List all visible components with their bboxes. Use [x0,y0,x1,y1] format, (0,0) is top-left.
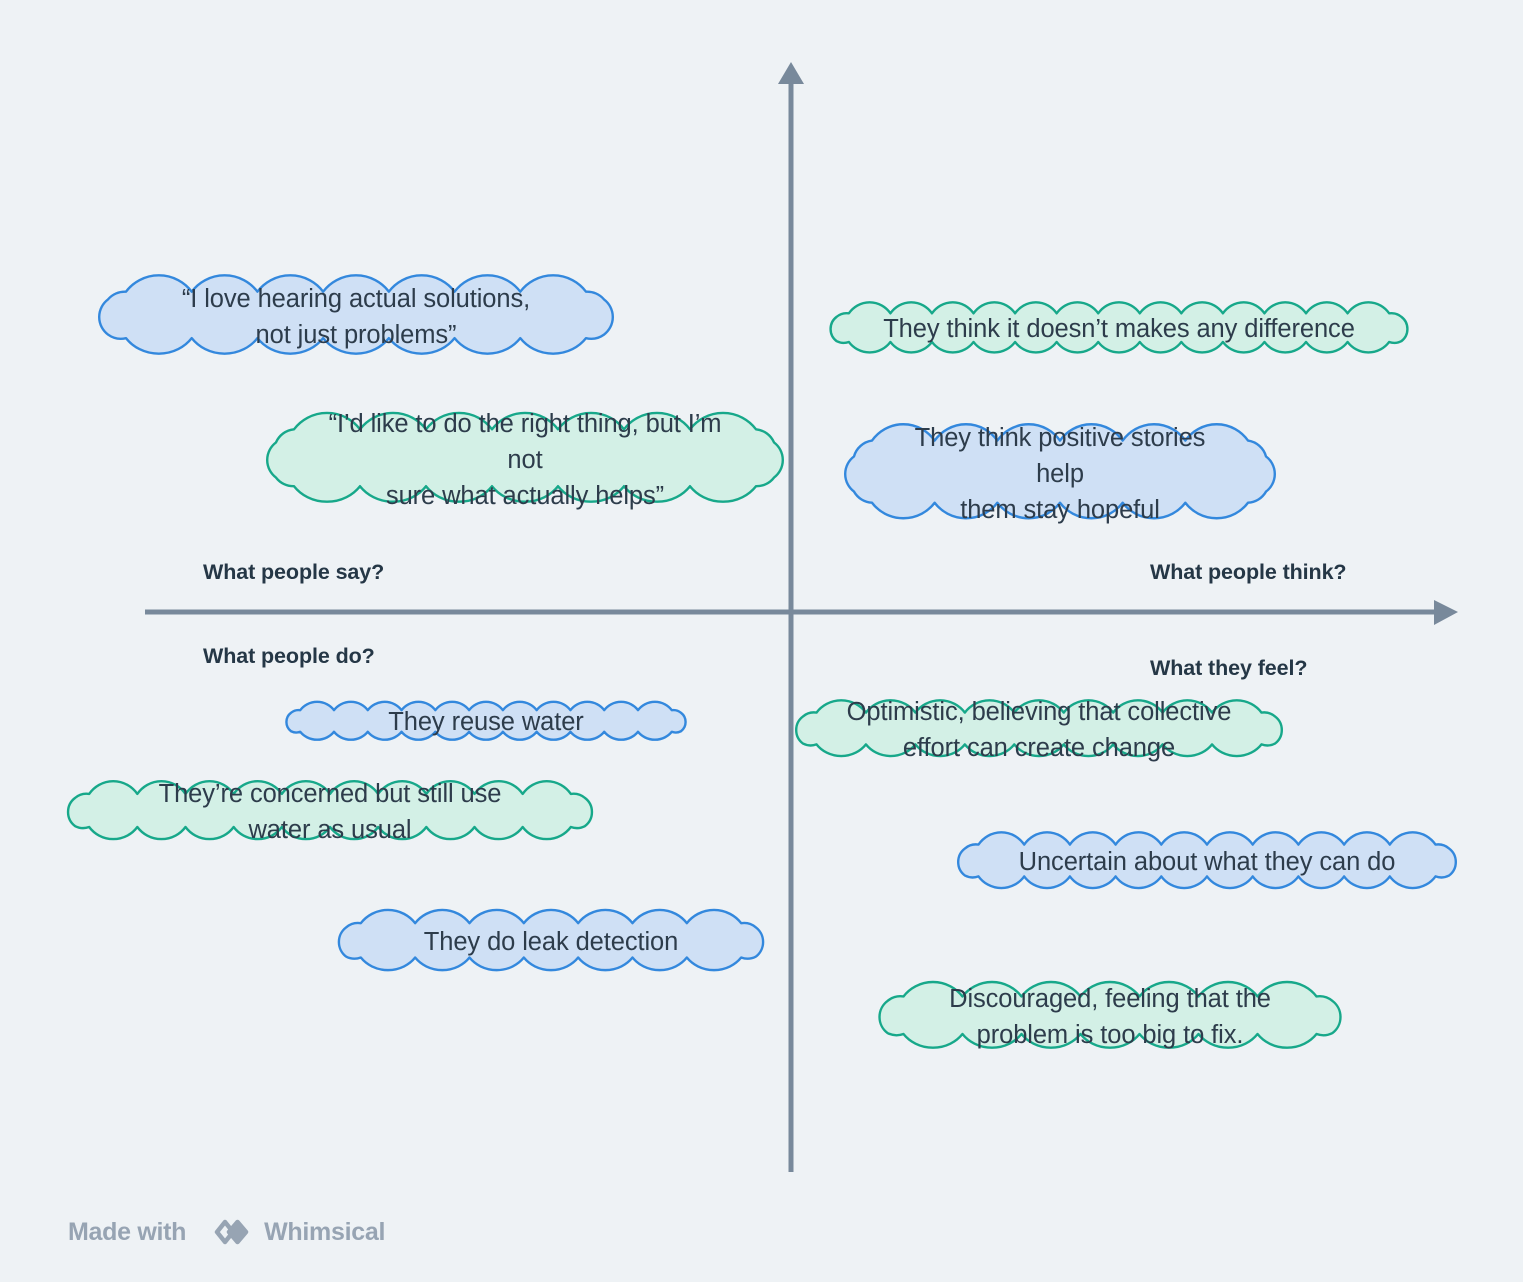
quadrant-label-what-people-say: What people say? [203,560,385,584]
cloud-note-text: They’re concerned but still use water as… [158,779,502,844]
cloud-note[interactable]: “I’d like to do the right thing, but I’m… [266,385,784,535]
cloud-note[interactable]: They reuse water [285,688,687,756]
cloud-shape-icon [66,780,594,841]
cloud-note[interactable]: Optimistic, believing that collective ef… [795,680,1283,780]
cloud-shape-icon [285,700,687,741]
cloud-note[interactable]: They think positive stories help them st… [844,396,1276,552]
cloud-note[interactable]: Discouraged, feeling that the problem is… [878,958,1342,1076]
cloud-note[interactable]: They’re concerned but still use water as… [66,760,594,864]
quadrant-label-what-they-feel: What they feel? [1150,656,1308,680]
cloud-note-text: Uncertain about what they can do [1018,847,1396,876]
vertical-axis [778,62,804,1172]
quadrant-label-what-people-do: What people do? [203,644,375,668]
cloud-shape-icon [844,423,1276,520]
horizontal-axis [145,600,1458,625]
cloud-shape-icon [266,411,784,503]
watermark-prefix: Made with [68,1217,187,1246]
cloud-shape-icon [957,831,1457,890]
cloud-note-text: “I’d like to do the right thing, but I’m… [328,409,722,511]
cloud-note-text: Optimistic, believing that collective ef… [846,697,1232,762]
cloud-note[interactable]: “I love hearing actual solutions, not ju… [98,248,614,386]
cloud-shape-icon [337,908,765,972]
cloud-note-text: Discouraged, feeling that the problem is… [949,984,1271,1049]
cloud-note-text: They think positive stories help them st… [914,423,1206,525]
cloud-shape-icon [795,699,1283,758]
cloud-note-text: They do leak detection [423,927,679,956]
cloud-note[interactable]: They do leak detection [337,888,765,996]
whimsical-logo-icon [214,1219,249,1245]
cloud-note[interactable]: They think it doesn’t makes any differen… [829,284,1409,374]
cloud-shape-icon [98,274,614,355]
cloud-note-text: They reuse water [388,707,584,736]
cloud-shape-icon [878,980,1342,1049]
cloud-note-text: “I love hearing actual solutions, not ju… [181,284,531,349]
quadrant-label-what-people-think: What people think? [1150,560,1347,584]
cloud-shape-icon [829,301,1409,354]
watermark-brand: Whimsical [264,1217,386,1246]
cloud-note[interactable]: Uncertain about what they can do [957,812,1457,912]
whimsical-watermark: Made with Whimsical [68,1212,385,1252]
cloud-note-text: They think it doesn’t makes any differen… [883,314,1355,343]
